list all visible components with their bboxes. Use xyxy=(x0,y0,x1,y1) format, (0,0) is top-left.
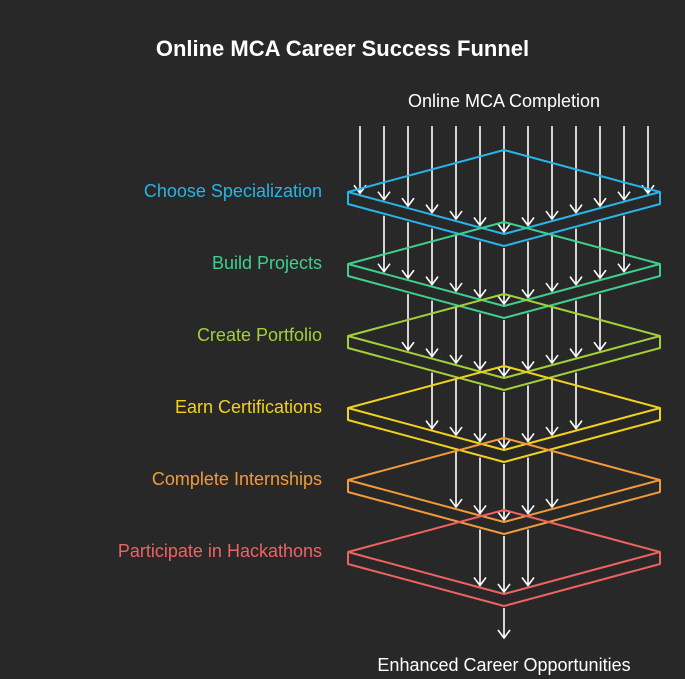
flow-arrow xyxy=(449,379,463,437)
flow-arrow xyxy=(521,241,535,299)
funnel-layer xyxy=(347,149,661,247)
flow-arrow xyxy=(545,126,559,221)
stage-label: Create Portfolio xyxy=(196,325,322,345)
flow-arrow xyxy=(569,300,583,358)
funnel-layer xyxy=(347,509,661,607)
flow-arrow xyxy=(449,451,463,509)
flow-arrow xyxy=(473,241,487,299)
flow-arrow xyxy=(521,529,535,587)
stage-label: Participate in Hackathons xyxy=(117,541,322,561)
stage-label: Choose Specialization xyxy=(143,181,322,201)
flow-arrow xyxy=(353,126,367,195)
flow-arrow xyxy=(617,215,631,274)
flow-arrow xyxy=(473,126,487,227)
flow-arrow xyxy=(545,307,559,365)
flow-arrow xyxy=(545,235,559,293)
flow-arrow xyxy=(473,385,487,443)
flow-arrow xyxy=(593,222,607,280)
flow-arrow xyxy=(521,126,535,227)
funnel-layer xyxy=(347,365,661,463)
flow-arrow xyxy=(425,228,439,286)
flow-arrow xyxy=(569,372,583,430)
flow-arrow xyxy=(401,222,415,280)
flow-arrow xyxy=(593,126,607,208)
flow-arrow xyxy=(473,313,487,371)
flow-arrow xyxy=(377,126,391,202)
input-label: Online MCA Completion xyxy=(407,91,601,111)
output-arrow xyxy=(497,608,511,640)
flow-arrow xyxy=(497,536,511,594)
flow-arrow xyxy=(641,126,655,195)
diagram-title: Online MCA Career Success Funnel xyxy=(155,36,530,61)
flow-arrow xyxy=(377,215,391,274)
flow-arrow xyxy=(521,457,535,515)
flow-arrow xyxy=(401,126,415,208)
flow-arrow xyxy=(425,300,439,358)
flow-arrow xyxy=(449,307,463,365)
funnel-layer xyxy=(347,293,661,391)
flow-arrow xyxy=(545,379,559,437)
funnel-layer xyxy=(347,221,661,319)
flow-arrow xyxy=(521,385,535,443)
flow-arrow xyxy=(401,294,415,352)
flow-arrow xyxy=(593,294,607,352)
stage-label: Earn Certifications xyxy=(174,397,322,417)
stage-label: Build Projects xyxy=(211,253,322,273)
flow-arrow xyxy=(617,126,631,202)
flow-arrow xyxy=(545,451,559,509)
flow-arrow xyxy=(449,126,463,221)
output-label: Enhanced Career Opportunities xyxy=(377,655,631,675)
flow-arrow xyxy=(473,457,487,515)
flow-arrow xyxy=(473,529,487,587)
stage-label: Complete Internships xyxy=(151,469,322,489)
flow-arrow xyxy=(521,313,535,371)
funnel-layer xyxy=(347,437,661,535)
flow-arrow xyxy=(497,126,511,234)
flow-arrow xyxy=(425,372,439,430)
flow-arrow xyxy=(569,228,583,286)
flow-arrow xyxy=(449,235,463,293)
